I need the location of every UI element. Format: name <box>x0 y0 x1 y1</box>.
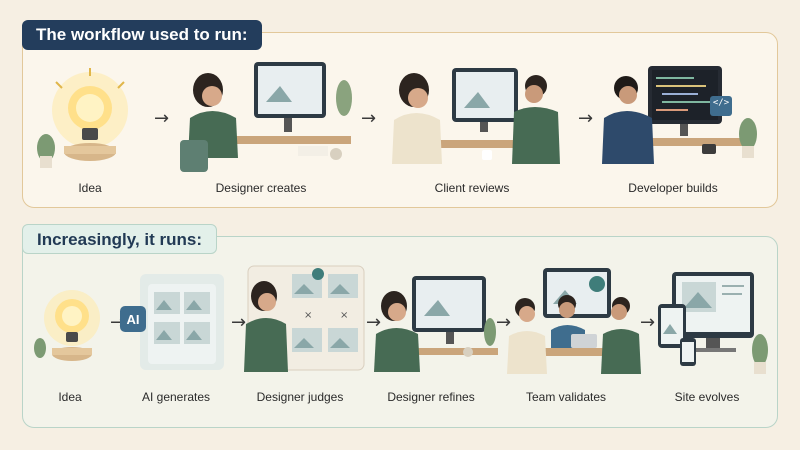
legacy-workflow-title: The workflow used to run: <box>22 20 262 50</box>
arrow-right-icon: → <box>366 312 382 333</box>
arrow-right-icon: → <box>496 312 512 333</box>
lightbulb-icon <box>30 62 140 172</box>
developer-code-icon: </> <box>598 60 768 178</box>
arrow-right-icon: → <box>578 108 594 129</box>
svg-text:×: × <box>340 310 348 321</box>
arrow-right-icon: → <box>361 108 377 129</box>
arrow-right-icon: → <box>640 312 656 333</box>
code-badge: </> <box>712 98 730 108</box>
step-label: Idea <box>78 181 102 195</box>
step-label: Designer refines <box>387 390 475 404</box>
team-meeting-icon <box>505 264 645 380</box>
ai-generates-icon: AI <box>118 266 230 380</box>
arrow-right-icon: → <box>154 108 170 129</box>
designer-desk-icon <box>176 58 356 178</box>
step-label: Designer creates <box>215 181 307 195</box>
step-label: AI generates <box>141 390 211 404</box>
designer-judges-icon: × × <box>242 262 368 380</box>
modern-workflow-title: Increasingly, it runs: <box>22 224 218 254</box>
svg-text:×: × <box>304 310 312 321</box>
step-label: Client reviews <box>434 181 510 195</box>
client-review-icon <box>384 64 574 178</box>
step-label: Developer builds <box>628 181 718 195</box>
step-label: Designer judges <box>256 390 344 404</box>
ai-badge: AI <box>126 312 140 327</box>
arrow-right-icon: → <box>231 312 247 333</box>
multi-device-icon <box>656 268 772 380</box>
step-label: Site evolves <box>674 390 740 404</box>
lightbulb-icon <box>28 280 110 380</box>
step-label: Idea <box>58 390 82 404</box>
step-label: Team validates <box>525 390 607 404</box>
designer-refines-icon <box>372 272 500 380</box>
